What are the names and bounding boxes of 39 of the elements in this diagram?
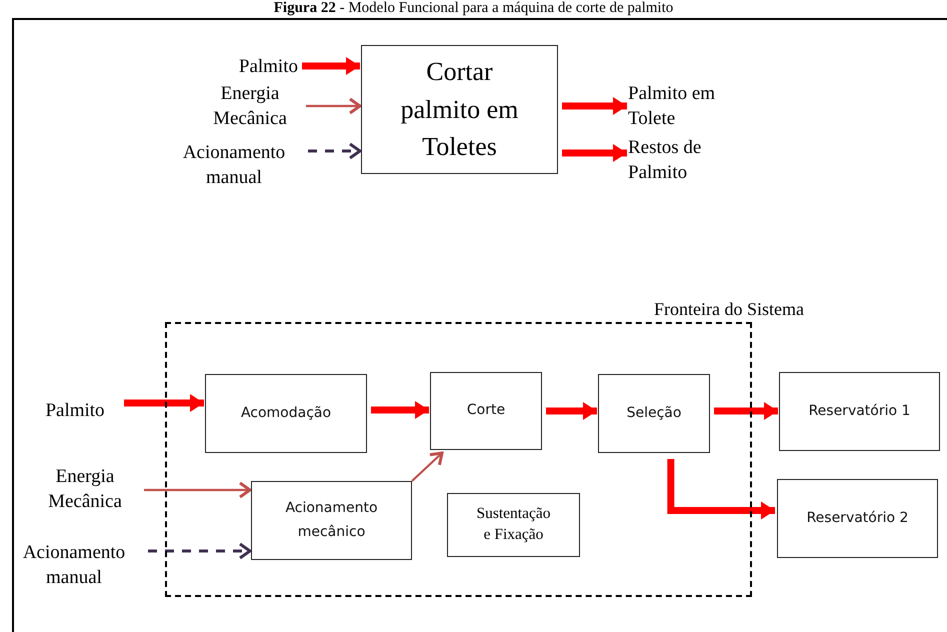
box-label: Acionamento mecânico bbox=[284, 498, 379, 542]
arrow bbox=[148, 542, 252, 560]
arrow bbox=[124, 394, 204, 412]
process-box bbox=[598, 374, 710, 453]
process-box bbox=[205, 374, 367, 453]
arrow bbox=[308, 142, 362, 160]
arrow bbox=[144, 482, 252, 498]
process-box bbox=[447, 493, 580, 557]
input-label: Energia Mecânica bbox=[47, 465, 123, 514]
input-label: Acionamento manual bbox=[22, 541, 126, 590]
input-label: Palmito bbox=[45, 398, 105, 423]
output-label: Restos de Palmito bbox=[628, 136, 702, 185]
process-box bbox=[361, 45, 558, 174]
arrow bbox=[302, 57, 360, 75]
box-label: Sustentação e Fixação bbox=[475, 504, 552, 545]
box-label: Reservatório 1 bbox=[808, 402, 910, 421]
process-box bbox=[777, 479, 938, 558]
boundary-label: Fronteira do Sistema bbox=[654, 298, 804, 321]
process-box bbox=[779, 372, 940, 451]
arrow bbox=[667, 459, 775, 520]
arrow bbox=[562, 144, 627, 162]
arrow bbox=[411, 452, 444, 482]
process-box bbox=[430, 372, 542, 450]
box-label: Corte bbox=[466, 401, 506, 420]
input-label: Palmito bbox=[238, 54, 298, 79]
arrow bbox=[371, 401, 429, 419]
box-label: Reservatório 2 bbox=[806, 508, 908, 528]
arrow bbox=[306, 98, 362, 114]
process-box bbox=[251, 481, 412, 560]
output-label: Palmito em Tolete bbox=[628, 82, 716, 131]
input-label: Energia Mecânica bbox=[212, 82, 288, 131]
arrow bbox=[562, 97, 627, 115]
arrow bbox=[546, 402, 597, 420]
box-label: Seleção bbox=[626, 404, 682, 423]
box-label: Cortar palmito em Toletes bbox=[400, 56, 520, 164]
box-label: Acomodação bbox=[240, 404, 332, 423]
input-label: Acionamento manual bbox=[182, 141, 286, 190]
arrow bbox=[714, 402, 778, 420]
figure-title: Figura 22 - Modelo Funcional para a máquina de corte de palmito bbox=[272, 0, 674, 17]
